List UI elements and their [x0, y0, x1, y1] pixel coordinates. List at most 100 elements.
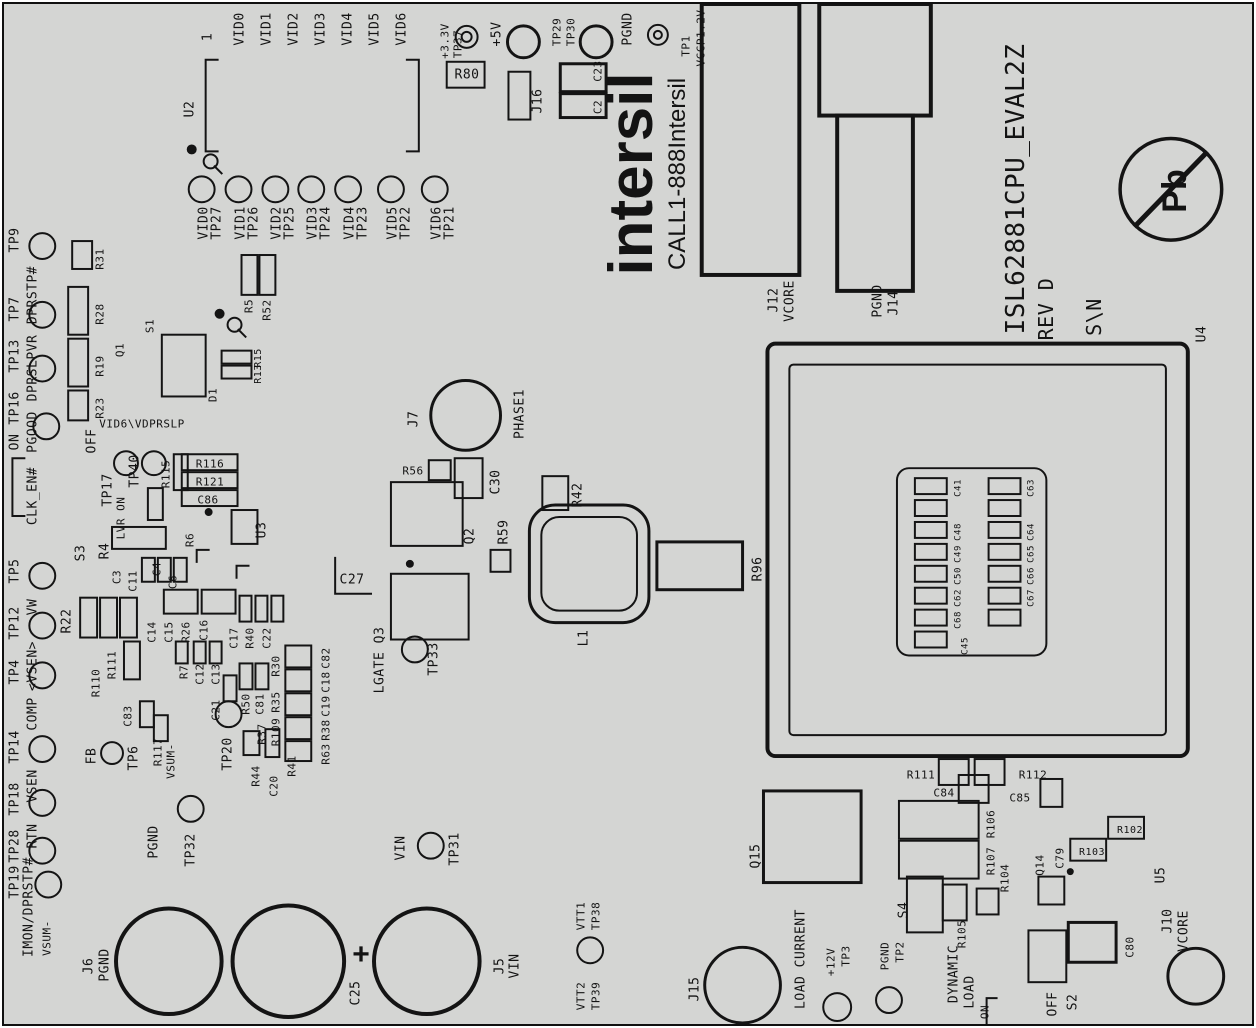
label-r104: R104: [998, 863, 1012, 893]
component-outline: [180, 453, 239, 472]
test-point-pad: [400, 635, 429, 664]
label-c86: C86: [197, 493, 219, 507]
label-r30: R30: [269, 655, 283, 677]
test-point-pad: [1118, 136, 1224, 242]
label-: +: [352, 938, 370, 971]
label-5v: +5V: [489, 21, 505, 47]
label-dprslpvr: DPRSLPVR: [25, 334, 41, 402]
label-c18: C18: [319, 671, 333, 693]
component-outline: [788, 363, 1167, 737]
label-c21: C21: [209, 699, 223, 721]
label-vccp1-2v: VCCP1.2V: [694, 9, 708, 67]
label-pgnd: PGND: [620, 12, 636, 46]
test-point-pad: [822, 992, 853, 1023]
component-outline: [258, 254, 277, 296]
test-point-pad: [226, 316, 243, 333]
component-outline: [527, 503, 651, 625]
test-point-pad: [100, 741, 124, 766]
label-c48: C48: [953, 523, 964, 541]
component-outline: [905, 875, 944, 934]
component-outline: [913, 499, 948, 517]
component-outline: [160, 333, 207, 398]
component-outline: [180, 471, 239, 490]
label-vid6: VID6: [394, 12, 410, 46]
label-lvr-on: LVR ON: [114, 496, 128, 540]
label-on: ON: [978, 1004, 992, 1020]
component-outline: [957, 773, 990, 804]
label-clk-en: CLK_EN#: [25, 466, 41, 526]
component-outline: [897, 799, 980, 840]
label-j14: J14: [886, 290, 902, 316]
label-tp6: TP6: [126, 745, 142, 771]
label-c12: C12: [193, 663, 207, 685]
silkscreen-line: [195, 548, 210, 563]
label-r4: R4: [97, 542, 113, 560]
test-point-pad: [34, 870, 63, 899]
label-r22: R22: [59, 608, 75, 634]
label-r56: R56: [402, 464, 424, 478]
label-r19: R19: [93, 355, 107, 377]
label-r102: R102: [1116, 825, 1144, 836]
test-point-pad: [505, 24, 541, 60]
component-outline: [67, 337, 90, 388]
label-tp25: TP25: [282, 206, 298, 240]
test-point-pad: [454, 24, 479, 49]
label-r121: R121: [195, 475, 225, 489]
test-point-pad: [875, 986, 903, 1015]
component-outline: [99, 596, 118, 639]
label-u4: U4: [1194, 325, 1210, 343]
component-outline: [284, 668, 313, 693]
label-pgnd: PGND: [870, 284, 886, 318]
component-outline: [270, 594, 285, 623]
label-load-current: LOAD CURRENT: [793, 909, 809, 1009]
label-c20: C20: [267, 775, 281, 797]
component-outline: [453, 457, 484, 500]
component-outline: [913, 630, 948, 649]
component-outline: [67, 389, 90, 422]
label-r23: R23: [93, 397, 107, 419]
component-outline: [913, 477, 948, 496]
silkscreen-line: [1132, 149, 1210, 229]
silkscreen-line: [213, 164, 224, 175]
pin1-dot: [405, 559, 414, 568]
label-c30: C30: [488, 469, 504, 495]
label-tp13: TP13: [7, 339, 23, 373]
component-outline: [230, 509, 259, 545]
test-point-pad: [114, 906, 224, 1017]
label-vtt1: VTT1: [574, 901, 588, 931]
component-outline: [427, 459, 452, 482]
label-tp39: TP39: [589, 981, 603, 1011]
label-r7: R7: [177, 664, 191, 680]
label-tp16: TP16: [7, 391, 23, 425]
label-c84: C84: [933, 786, 955, 800]
label-c68: C68: [953, 611, 964, 629]
label-r37: R37: [255, 723, 269, 745]
component-outline: [284, 692, 313, 717]
label-tp19: TP19: [7, 865, 23, 899]
test-point-pad: [28, 232, 57, 260]
component-outline: [254, 662, 270, 691]
silkscreen-line: [405, 58, 420, 153]
label-c3: C3: [110, 569, 124, 585]
component-outline: [987, 608, 1022, 627]
component-outline: [1107, 815, 1145, 840]
component-outline: [1037, 875, 1066, 906]
label-dynamic: DYNAMIC: [946, 944, 962, 1004]
component-outline: [817, 4, 933, 118]
test-point-pad: [224, 175, 253, 204]
component-outline: [162, 588, 199, 615]
label-c49: C49: [953, 545, 964, 563]
label-tp23: TP23: [355, 206, 371, 240]
test-point-pad: [28, 788, 57, 817]
label-r50: R50: [239, 693, 253, 715]
label-c80: C80: [1123, 936, 1137, 958]
component-outline: [284, 644, 313, 669]
label-phase1: PHASE1: [512, 389, 528, 439]
component-outline: [489, 548, 512, 573]
label-j5: J5: [492, 957, 508, 975]
test-point-pad: [140, 450, 167, 477]
label-load: LOAD: [962, 975, 978, 1009]
label-r52: R52: [260, 299, 274, 321]
label-r35: R35: [269, 691, 283, 713]
test-point-pad: [376, 175, 405, 204]
